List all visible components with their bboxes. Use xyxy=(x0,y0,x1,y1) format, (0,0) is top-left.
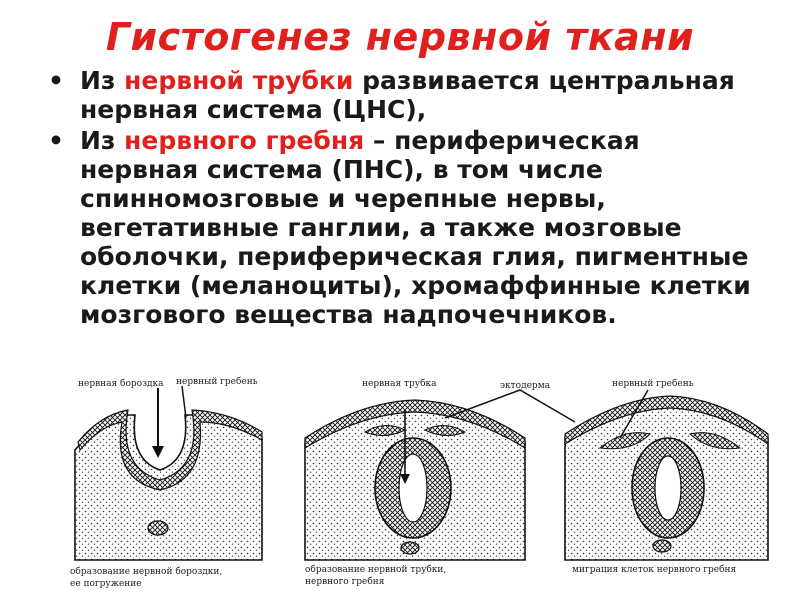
label-neural-crest-1: нервный гребень xyxy=(176,376,258,387)
crest-pointer xyxy=(619,389,649,439)
neural-tube-lumen xyxy=(398,453,428,523)
crest-pointer xyxy=(181,385,187,419)
bullet-highlight: нервного гребня xyxy=(124,126,365,155)
panel-crest-migration: нервный гребень миграция клеток нервного… xyxy=(564,378,769,575)
bullet-list: • Из нервной трубки развивается централь… xyxy=(44,66,764,331)
notochord xyxy=(652,539,672,553)
tube-arrow-head xyxy=(400,474,410,484)
bullet-prefix: Из xyxy=(80,66,125,95)
caption-panel-3: миграция клеток нервного гребня xyxy=(572,564,737,575)
notochord xyxy=(400,541,420,555)
crest-right xyxy=(688,432,742,450)
bullet-item-cns: • Из нервной трубки развивается централь… xyxy=(44,66,764,124)
caption-panel-1-line1: образование нервной бороздки, xyxy=(70,566,222,577)
bullet-item-pns: • Из нервного гребня – периферическая не… xyxy=(44,126,764,329)
caption-panel-2-line2: нервного гребня xyxy=(305,576,385,587)
groove-arrow-head xyxy=(152,446,164,458)
label-neural-crest-3: нервный гребень xyxy=(612,378,694,389)
label-neural-tube: нервная трубка xyxy=(362,378,437,389)
panel-neural-groove: нервная бороздка нервный гребень образов… xyxy=(70,376,263,589)
crest-left xyxy=(598,432,651,450)
bullet-text: развивается центральная нервная система … xyxy=(80,66,735,124)
neural-tube-lumen xyxy=(654,455,682,521)
bullet-prefix: Из xyxy=(80,126,125,155)
caption-panel-2-line1: образование нервной трубки, xyxy=(305,564,446,575)
crest-right xyxy=(423,425,467,436)
panel-neural-tube: нервная трубка эктодерма образование нер… xyxy=(304,378,576,587)
label-neural-groove: нервная бороздка xyxy=(78,378,164,389)
ectoderm-layer xyxy=(304,399,526,450)
slide-title: Гистогенез нервной ткани xyxy=(105,15,695,59)
neural-plate-groove xyxy=(77,409,263,491)
notochord xyxy=(147,520,169,536)
bullet-text: – периферическая нервная система (ПНС), … xyxy=(80,126,751,329)
bullet-dot-icon: • xyxy=(48,126,64,155)
caption-panel-1-line2: ее погружение xyxy=(70,579,142,589)
bullet-dot-icon: • xyxy=(48,66,64,95)
neural-tube-diagram: нервная бороздка нервный гребень образов… xyxy=(70,376,769,589)
ectoderm-pointer xyxy=(444,389,576,423)
label-ectoderm: эктодерма xyxy=(500,381,551,391)
bullet-highlight: нервной трубки xyxy=(124,66,354,95)
